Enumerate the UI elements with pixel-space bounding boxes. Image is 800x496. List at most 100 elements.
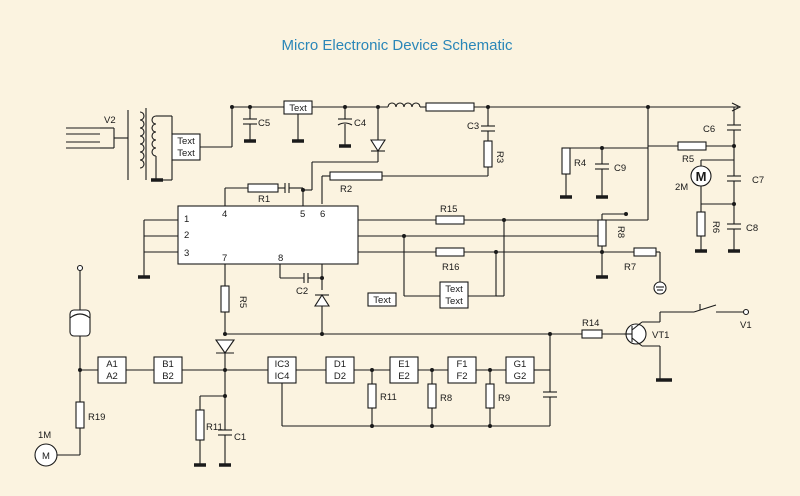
diode-chain <box>214 339 236 370</box>
capacitor-c2: C2 <box>279 264 324 297</box>
main-ic: 1 2 3 4 5 6 7 8 <box>138 205 359 279</box>
capacitor-c3: C3 <box>467 107 495 132</box>
svg-text:D2: D2 <box>334 371 346 382</box>
block-ic3: IC3 IC4 <box>267 356 297 384</box>
resistor-r1: R1 <box>224 183 312 206</box>
capacitor-c9: C9 <box>595 146 626 199</box>
text-box-bottom-left: Text <box>367 292 397 307</box>
svg-text:C4: C4 <box>354 118 366 129</box>
capacitor-c5: C5 <box>243 107 270 143</box>
capacitor-c4: C4 <box>337 107 366 148</box>
svg-text:R14: R14 <box>582 318 599 329</box>
svg-text:4: 4 <box>222 209 227 220</box>
top-rail <box>230 102 742 112</box>
resistor-r3: R3 <box>382 131 505 177</box>
resistor-r19: R19 <box>75 401 105 444</box>
resistor-r16: R16 <box>358 247 498 273</box>
svg-text:C1: C1 <box>234 432 246 443</box>
svg-text:R6: R6 <box>710 221 721 233</box>
svg-text:1: 1 <box>184 214 189 225</box>
svg-text:IC4: IC4 <box>275 371 290 382</box>
bottom-return: R11 R8 R9 <box>281 370 550 428</box>
block-f: F1 F2 <box>447 356 477 384</box>
svg-text:R9: R9 <box>498 393 510 404</box>
svg-text:F1: F1 <box>456 359 467 370</box>
svg-text:B1: B1 <box>162 359 174 370</box>
resistor-r15: R15 <box>358 148 649 225</box>
svg-text:R4: R4 <box>574 158 586 169</box>
svg-text:5: 5 <box>300 209 305 220</box>
capacitor-chain-end <box>543 334 557 426</box>
svg-text:Text: Text <box>289 103 307 114</box>
svg-text:R11: R11 <box>380 392 397 403</box>
input-plug-v2: V2 <box>66 115 128 149</box>
svg-text:C6: C6 <box>703 124 715 135</box>
svg-text:B2: B2 <box>162 371 174 382</box>
svg-text:C9: C9 <box>614 163 626 174</box>
block-g: G1 G2 <box>505 356 535 384</box>
svg-text:V1: V1 <box>740 320 752 331</box>
svg-text:R19: R19 <box>88 412 105 423</box>
svg-text:2: 2 <box>184 230 189 241</box>
chain-wire <box>78 368 550 372</box>
svg-text:F2: F2 <box>456 371 467 382</box>
diode-mid <box>313 293 331 334</box>
svg-text:8: 8 <box>278 253 283 264</box>
svg-text:C5: C5 <box>258 118 270 129</box>
r14-line: R14 <box>225 318 624 339</box>
svg-text:A2: A2 <box>106 371 118 382</box>
svg-text:Text: Text <box>445 284 463 295</box>
svg-text:E2: E2 <box>398 371 410 382</box>
resistor-r6: R6 <box>695 202 736 253</box>
block-b: B1 B2 <box>153 356 183 384</box>
svg-text:C2: C2 <box>296 286 308 297</box>
transistor-vt1: VT1 <box>624 321 672 382</box>
svg-text:Text: Text <box>177 136 195 147</box>
fuse-left <box>69 264 91 402</box>
text-box-bottom-double: Text Text <box>403 220 505 309</box>
text-box-rectifier: Text Text <box>171 107 233 161</box>
switch-v1: V1 <box>659 304 752 331</box>
svg-text:A1: A1 <box>106 359 118 370</box>
block-e: E1 E2 <box>389 356 419 384</box>
svg-text:Text: Text <box>445 296 463 307</box>
motor-2m: M 2M <box>675 159 734 204</box>
diagram-title: Micro Electronic Device Schematic <box>282 37 513 54</box>
svg-text:C3: C3 <box>467 121 479 132</box>
resistor-r7: R7 <box>496 247 667 295</box>
block-d: D1 D2 <box>325 356 355 384</box>
svg-text:R15: R15 <box>440 204 457 215</box>
svg-text:E1: E1 <box>398 359 410 370</box>
svg-text:G1: G1 <box>514 359 527 370</box>
svg-text:C8: C8 <box>746 223 758 234</box>
svg-text:R2: R2 <box>340 184 352 195</box>
capacitor-c7: C7 <box>727 146 764 204</box>
svg-text:G2: G2 <box>514 371 527 382</box>
resistor-rs: R5 <box>220 264 248 336</box>
resistor-r4: R4 <box>560 107 649 199</box>
svg-text:Text: Text <box>177 148 195 159</box>
inductor-top <box>387 102 475 112</box>
svg-text:R8: R8 <box>440 393 452 404</box>
svg-text:M: M <box>696 169 707 184</box>
label-v2: V2 <box>104 115 116 126</box>
svg-text:IC3: IC3 <box>275 359 290 370</box>
svg-text:R5: R5 <box>237 296 248 308</box>
svg-text:6: 6 <box>320 209 325 220</box>
svg-text:3: 3 <box>184 248 189 259</box>
capacitor-c6: C6 <box>703 107 741 146</box>
text-box-regulator: Text <box>283 100 313 143</box>
capacitor-c8: C8 <box>727 204 758 253</box>
resistor-r11-c1: R11 C1 <box>194 370 246 467</box>
svg-text:VT1: VT1 <box>652 330 669 341</box>
svg-text:7: 7 <box>222 253 227 264</box>
svg-text:C7: C7 <box>752 175 764 186</box>
svg-text:M: M <box>42 451 50 462</box>
svg-text:R8: R8 <box>615 226 626 238</box>
diode-top <box>311 107 387 190</box>
resistor-r5-top: R5 <box>648 141 736 165</box>
motor-1m: M 1M <box>34 430 81 467</box>
resistor-r2: R2 <box>321 171 383 204</box>
svg-text:R5: R5 <box>682 154 694 165</box>
